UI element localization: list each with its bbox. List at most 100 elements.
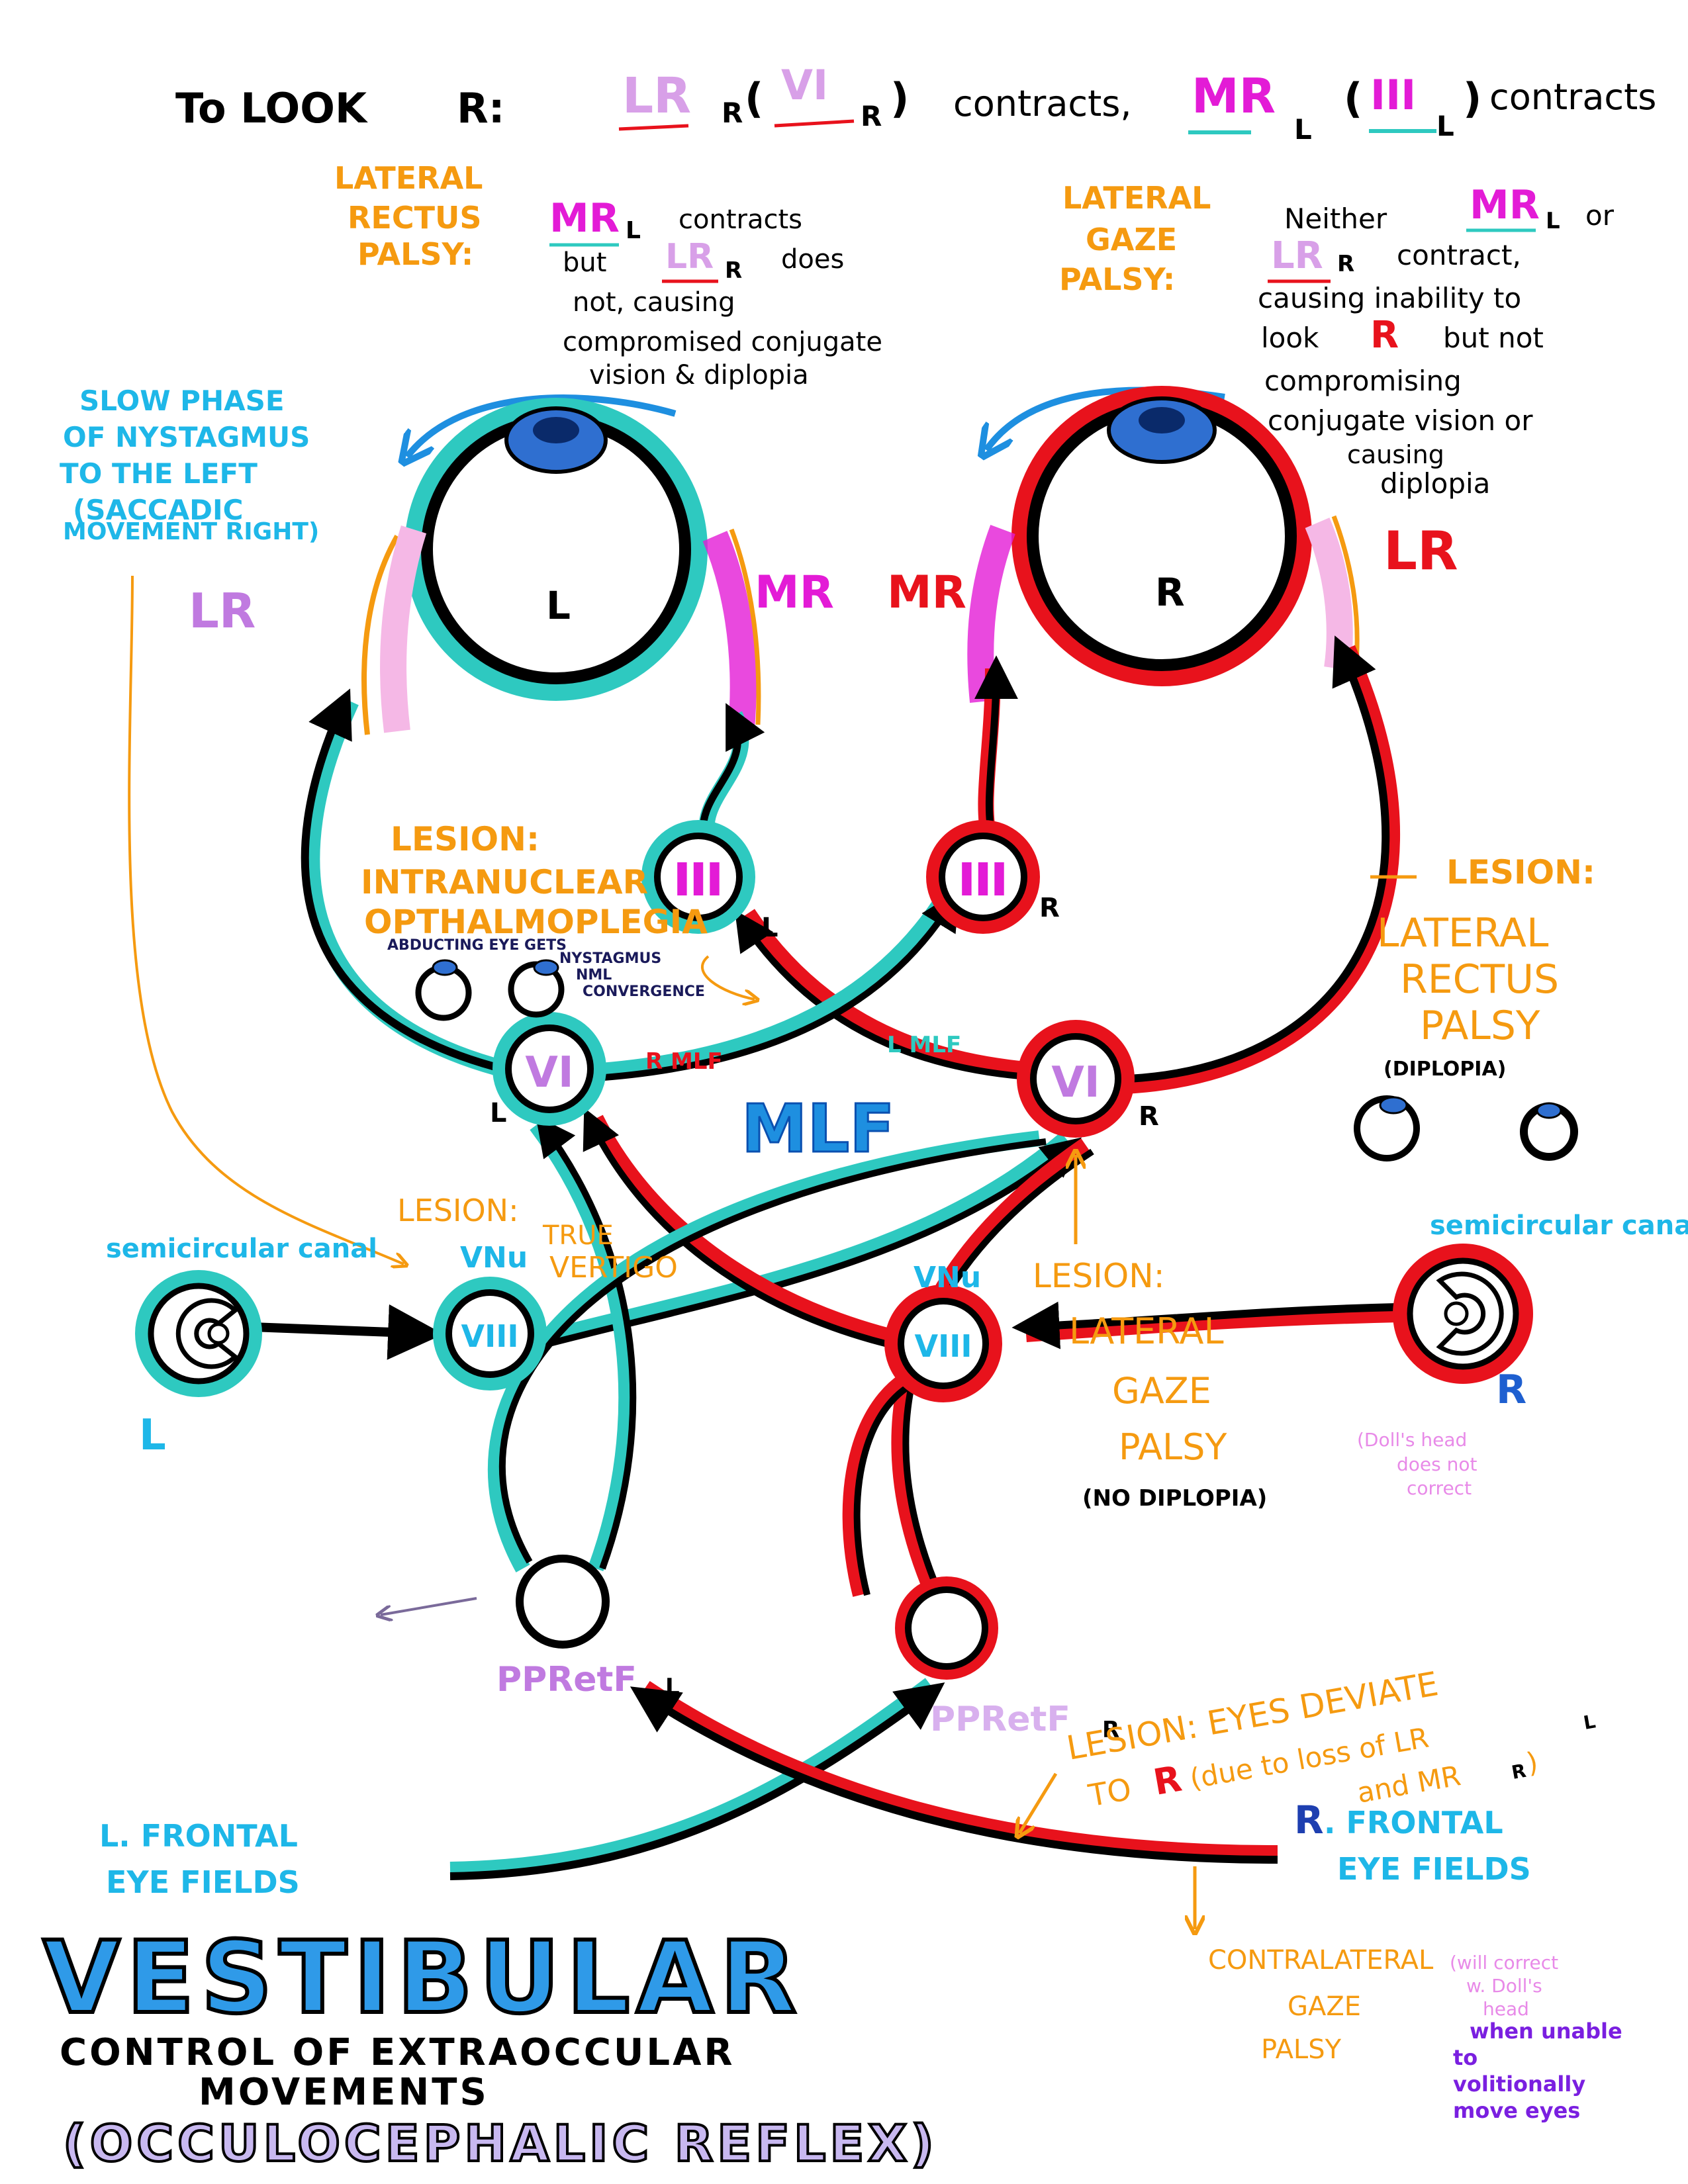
deviate-pointer (1019, 1772, 1058, 1833)
deviate-line-3-sub: R (1510, 1760, 1528, 1784)
nucleus-iii-r-sub: R (1039, 893, 1060, 923)
lesion-ino-line-3: OPTHALMOPLEGIA (364, 903, 708, 941)
nucleus-iii-r: III R (926, 820, 1060, 934)
contra-purple-1: when unable (1470, 2019, 1622, 2044)
lesion-lr-palsy: LESION: LATERAL RECTUS PALSY (1377, 853, 1595, 1049)
left-eye-rotation-arrow (407, 394, 677, 457)
right-eye-label: R (1155, 570, 1185, 615)
lr-palsy-mr: MR (549, 195, 620, 242)
header-lr-underline (618, 124, 689, 131)
title-line-3: MOVEMENTS (199, 2071, 489, 2114)
header-vi-underline (774, 119, 855, 128)
right-lr-label: LR (1383, 520, 1458, 582)
nystagmus-line-2: OF NYSTAGMUS (63, 421, 310, 453)
header-vi-sub: R (861, 100, 882, 132)
contra-line-2: GAZE (1288, 1991, 1361, 2022)
lgp-lr-sub: R (1337, 251, 1354, 277)
lesion-ino-line-1: LESION: (391, 820, 539, 858)
contra-purple-2: to (1453, 2045, 1477, 2070)
header-vi: VI (781, 61, 828, 109)
ppref-l-to-vil (536, 1115, 637, 1570)
lesion-vertigo: LESION: TRUE VERTIGO (397, 1193, 678, 1285)
ppref-right-sub: R (1102, 1717, 1119, 1743)
nystagmus-line-1: SLOW PHASE (79, 385, 285, 417)
right-vi-loop (1128, 635, 1390, 1083)
lesion-lgp-paren-2: does not (1397, 1453, 1477, 1475)
fef-left-line-2: EYE FIELDS (106, 1864, 300, 1900)
lr-palsy-small-eyes (1354, 1095, 1578, 1161)
viiir-to-vil-red (588, 1115, 922, 1351)
deviate-line-2-pre: TO (1085, 1771, 1134, 1814)
contra-paren-1: (will correct (1450, 1952, 1558, 1974)
lr-palsy-note: LATERAL RECTUS PALSY: MR L contracts but… (334, 160, 882, 390)
ppref-r-node (905, 1586, 988, 1670)
vnu-left-label: VNu (460, 1241, 528, 1275)
ino-note-4: CONVERGENCE (583, 983, 705, 1000)
lesion-lr-line-4: PALSY (1420, 1003, 1540, 1049)
lesion-lgp-line-3: GAZE (1112, 1370, 1211, 1412)
nystagmus-line-3: TO THE LEFT (60, 457, 258, 490)
nucleus-vi-r-label: VI (1051, 1058, 1100, 1107)
contralateral-purple: when unable to volitionally move eyes (1453, 2019, 1622, 2123)
nucleus-viii-r-label: VIII (915, 1328, 972, 1364)
lgp-mr-sub: L (1546, 208, 1560, 234)
lesion-lgp-paren: (Doll's head does not correct (1357, 1429, 1477, 1499)
lr-palsy-line4: compromised conjugate (563, 327, 882, 357)
lr-palsy-title-3: PALSY: (357, 236, 473, 272)
r-canal-to-viiir (1011, 1301, 1397, 1349)
right-mr-label: MR (887, 567, 966, 619)
title-line-4: (OCCULOCEPHALIC REFLEX) (63, 2114, 938, 2173)
lgp-title-3: PALSY: (1059, 261, 1175, 297)
fef-left-line-1: L. FRONTAL (99, 1818, 298, 1854)
mlf-big-label: MLF (741, 1090, 895, 1167)
header-r: R: (457, 84, 505, 132)
lr-palsy-lr-sub: R (725, 257, 742, 284)
lesion-ino: LESION: INTRANUCLEAR OPTHALMOPLEGIA (361, 820, 708, 941)
left-mr-label: MR (755, 567, 834, 619)
title-main: VESTIBULAR (43, 1921, 803, 2036)
viiir-to-vil (583, 1107, 915, 1353)
nystagmus-note: SLOW PHASE OF NYSTAGMUS TO THE LEFT (SAC… (60, 385, 319, 545)
nystagmus-line-4: (SACCADIC (73, 494, 243, 526)
nucleus-vi-l-sub: L (490, 1098, 507, 1128)
r-canal-to-viiir-red (1025, 1305, 1401, 1342)
header-contracts-1: contracts, (953, 83, 1132, 124)
lgp-line8: diplopia (1380, 467, 1490, 500)
nucleus-iii-l: III L (641, 820, 778, 943)
left-vi-loop (301, 688, 518, 1076)
r-fef-path (630, 1686, 1278, 1864)
lr-palsy-title-1: LATERAL (334, 160, 483, 196)
semicircular-canal-left (135, 1270, 262, 1397)
right-vi-loop-red (1125, 645, 1401, 1094)
frontal-left: L. FRONTAL EYE FIELDS (99, 1818, 300, 1900)
left-eye-pupil (533, 417, 579, 443)
header-mr-sub: L (1294, 113, 1312, 146)
vnu-right-label: VNu (914, 1261, 981, 1295)
deviate-line-2-sub: L (1582, 1710, 1597, 1734)
ppref-left-label: PPRetF (496, 1660, 637, 1700)
ino-pointer-arrow (701, 955, 755, 999)
deviate-line-3: and MR (1354, 1759, 1463, 1809)
lesion-lgp-line-4: PALSY (1119, 1426, 1227, 1468)
contralateral-note: CONTRALATERAL GAZE PALSY (1208, 1945, 1434, 2065)
header-paren-open: ( (745, 74, 763, 122)
frontal-right: R . FRONTAL EYE FIELDS (1294, 1797, 1531, 1887)
right-canal-label: semicircular canal (1430, 1210, 1688, 1241)
lesion-ino-line-2: INTRANUCLEAR (361, 863, 648, 901)
left-mr-muscle-orange (729, 528, 761, 725)
header-to-look: To LOOK (175, 84, 368, 132)
r-mlf-label: R MLF (645, 1048, 723, 1075)
lgp-or: or (1585, 199, 1615, 232)
fef-right-line-2: EYE FIELDS (1337, 1851, 1531, 1887)
lesion-lgp-line-1: LESION: (1033, 1257, 1165, 1295)
left-eye: L (361, 398, 761, 735)
l-mlf-teal (582, 889, 954, 1080)
nucleus-vi-l: VI L (490, 1012, 606, 1128)
lr-palsy-line3: not, causing (573, 287, 735, 318)
fef-right-r: R (1294, 1797, 1324, 1843)
left-lr-label: LR (189, 583, 256, 639)
left-mr-muscle (702, 531, 757, 729)
left-lr-muscle (380, 525, 427, 733)
ino-note-3: NML (576, 967, 612, 983)
nucleus-iii-r-label: III (959, 854, 1008, 905)
